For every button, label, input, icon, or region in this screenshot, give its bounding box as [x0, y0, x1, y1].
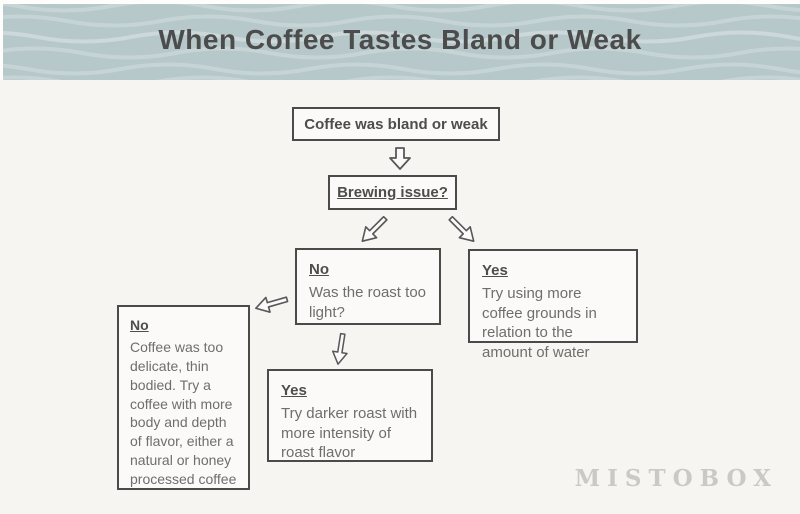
flow-node-brewing-yes-label: Yes: [482, 262, 508, 279]
flow-node-start: Coffee was bland or weak: [292, 107, 500, 141]
flow-node-brewing-no: No Was the roast too light?: [295, 248, 441, 325]
page-title: When Coffee Tastes Bland or Weak: [158, 24, 642, 55]
arrow-left-icon: [247, 289, 292, 320]
flow-node-brewing-no-text: Was the roast too light?: [309, 283, 426, 321]
flow-node-question: Brewing issue?: [328, 175, 457, 210]
wave-pattern-icon: [3, 4, 800, 80]
arrow-down-icon: [388, 147, 412, 176]
arrow-down-tilted-icon: [327, 331, 353, 373]
mistobox-logo: MISTOBOX: [574, 465, 778, 492]
arrow-down-right-icon: [442, 210, 485, 253]
flow-node-question-text: Brewing issue?: [337, 184, 448, 201]
flow-node-roast-yes-text: Try darker roast with more intensity of …: [281, 404, 418, 462]
flow-node-brewing-yes-text: Try using more coffee grounds in relatio…: [482, 284, 597, 362]
flow-node-brewing-yes: Yes Try using more coffee grounds in rel…: [468, 249, 638, 361]
flow-node-brewing-no-label: No: [309, 261, 329, 278]
arrow-down-left-icon: [350, 210, 393, 253]
frame-top-strip: [0, 0, 800, 4]
frame-left-strip: [0, 0, 3, 80]
header-band: [3, 4, 800, 80]
flow-node-start-text: Coffee was bland or weak: [304, 115, 488, 133]
flow-node-roast-no: No Coffee was too delicate, thin bodied.…: [117, 305, 250, 490]
flow-node-roast-no-text: Coffee was too delicate, thin bodied. Tr…: [130, 338, 237, 488]
flow-node-roast-yes: Yes Try darker roast with more intensity…: [267, 369, 433, 462]
flow-node-roast-no-label: No: [130, 317, 149, 333]
flow-node-roast-yes-label: Yes: [281, 382, 307, 399]
